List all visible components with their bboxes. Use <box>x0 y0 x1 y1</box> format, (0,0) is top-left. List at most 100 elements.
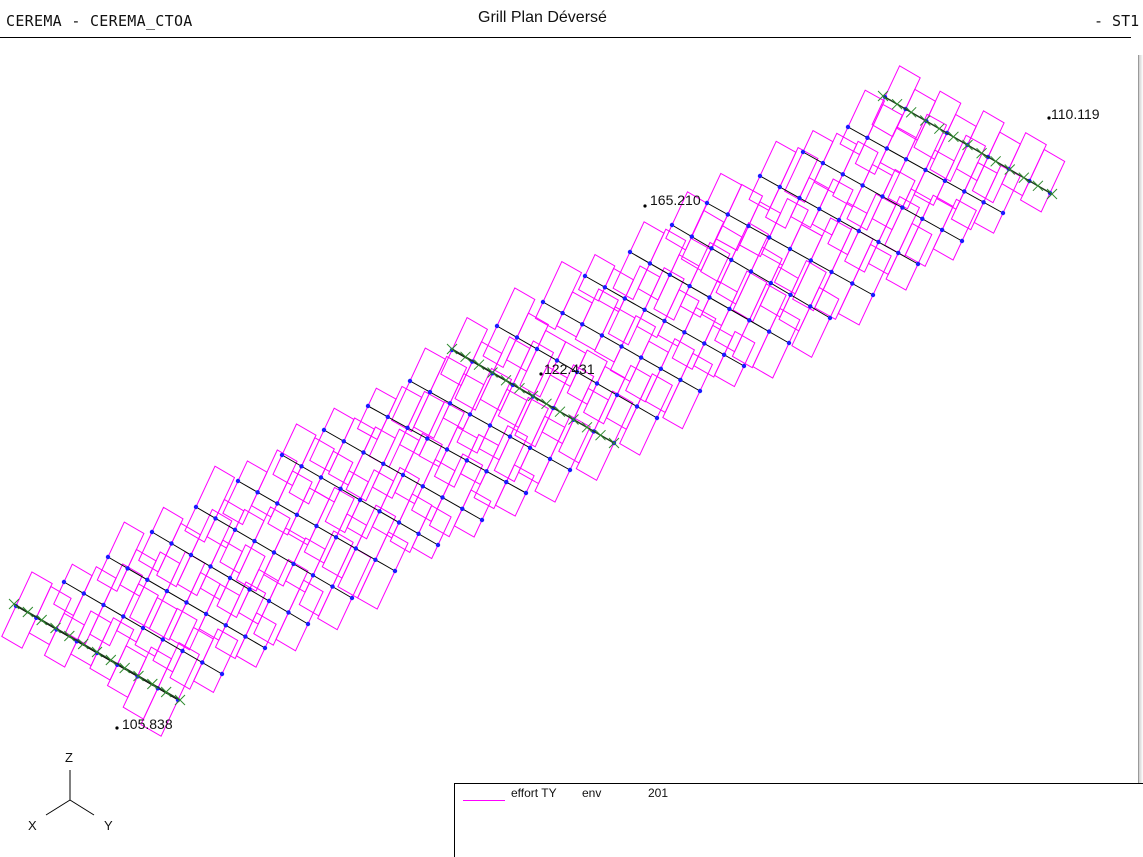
support-cross <box>962 139 973 151</box>
node-point <box>396 520 402 525</box>
envelope-segment <box>701 297 730 327</box>
envelope-segment <box>140 688 179 737</box>
envelope-segment <box>89 604 124 647</box>
node-point <box>349 595 355 601</box>
envelope-segment <box>867 241 899 276</box>
node-point <box>338 486 343 491</box>
node-point <box>291 561 296 567</box>
node-point <box>479 517 485 523</box>
header-rule <box>0 37 1131 38</box>
envelope-segment <box>847 89 886 139</box>
node-point <box>836 217 842 223</box>
envelope-segment <box>950 191 985 231</box>
node-point <box>808 258 813 263</box>
node-point <box>808 304 813 309</box>
envelope-segment <box>748 175 781 212</box>
node-point <box>619 344 624 349</box>
envelope-segment <box>640 340 670 370</box>
support-cross <box>174 694 186 706</box>
envelope-segment <box>519 348 558 398</box>
node-point <box>884 146 889 151</box>
max-label-top-right: 110.119 <box>1051 106 1100 122</box>
envelope-segment <box>287 514 317 546</box>
case-title: - ST1 <box>1094 12 1140 30</box>
node-points <box>13 94 1053 703</box>
node-point <box>180 648 185 654</box>
envelope-segment <box>750 246 783 284</box>
envelope-segment <box>138 531 172 573</box>
support-cross <box>581 421 593 433</box>
node-point <box>169 541 174 546</box>
node-point <box>757 173 763 179</box>
envelope-segment <box>662 379 701 430</box>
envelope-segment <box>35 585 72 630</box>
node-point <box>580 322 585 327</box>
node-point <box>464 458 469 463</box>
support-cross <box>554 406 566 418</box>
envelope-segment <box>885 252 919 291</box>
envelope-segment <box>723 330 756 367</box>
node-point <box>942 178 948 183</box>
envelope-segment <box>195 465 236 519</box>
envelope-segment <box>63 563 93 594</box>
support-cross <box>50 622 61 634</box>
node-point <box>416 531 421 536</box>
node-point <box>634 404 640 409</box>
node-point <box>255 490 260 495</box>
support-cross <box>990 155 1002 167</box>
envelope-segment <box>359 469 395 512</box>
envelope-segment <box>413 391 451 439</box>
support-cross <box>1046 188 1058 200</box>
node-point <box>642 307 647 312</box>
node-point <box>704 200 710 206</box>
node-point <box>845 124 851 130</box>
envelope-segment <box>689 241 731 298</box>
node-point <box>788 292 793 297</box>
node-point <box>547 456 553 462</box>
node-point <box>125 566 130 571</box>
node-point <box>766 329 772 334</box>
envelope-segment <box>428 497 463 538</box>
node-point <box>981 200 986 205</box>
support-cross <box>119 662 131 674</box>
node-point <box>768 280 773 286</box>
envelope-segment <box>449 372 485 415</box>
node-point <box>377 509 382 514</box>
node-point <box>140 625 146 631</box>
node-point <box>748 269 754 274</box>
node-point <box>787 246 793 252</box>
support-cross <box>160 686 172 698</box>
envelope-segment <box>584 253 616 288</box>
node-point <box>747 318 752 323</box>
node-point <box>741 363 747 369</box>
node-point <box>373 557 378 562</box>
beam-lines <box>15 96 1051 701</box>
envelope-segment <box>905 113 948 171</box>
support-cross <box>446 343 458 355</box>
legend-mode: env <box>582 786 602 800</box>
node-point <box>709 246 714 251</box>
envelope-segment <box>157 641 200 701</box>
node-point <box>614 392 620 398</box>
node-point <box>227 575 233 581</box>
node-point <box>725 212 730 217</box>
legend-swatch <box>463 800 505 801</box>
node-point <box>507 434 513 439</box>
node-point <box>425 436 430 441</box>
envelope-segment <box>971 156 1010 204</box>
support-cross <box>905 106 917 118</box>
node-point <box>647 261 653 266</box>
envelope-segment <box>505 464 535 494</box>
envelope-segment <box>293 537 326 576</box>
z-axis-label: Z <box>65 750 73 765</box>
support-cross <box>891 98 903 110</box>
envelope-segment <box>784 151 824 203</box>
envelope-segment <box>789 223 823 261</box>
node-point <box>330 584 335 589</box>
envelope-segment <box>897 222 933 265</box>
envelope-segment <box>453 508 483 538</box>
legend-number: 201 <box>648 786 669 800</box>
support-markers <box>8 90 1058 706</box>
node-point <box>318 475 324 480</box>
